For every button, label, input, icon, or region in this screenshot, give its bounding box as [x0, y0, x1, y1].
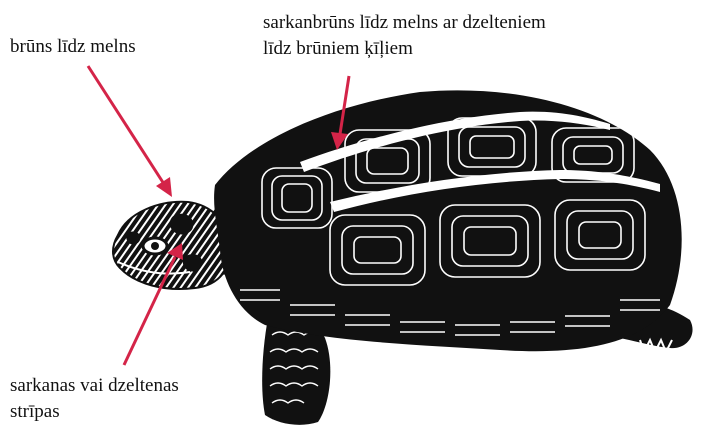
- arrow-head-color-tip: [156, 177, 172, 197]
- turtle-head: [113, 202, 230, 289]
- turtle-pupil: [151, 242, 159, 250]
- arrow-head-color: [88, 66, 164, 184]
